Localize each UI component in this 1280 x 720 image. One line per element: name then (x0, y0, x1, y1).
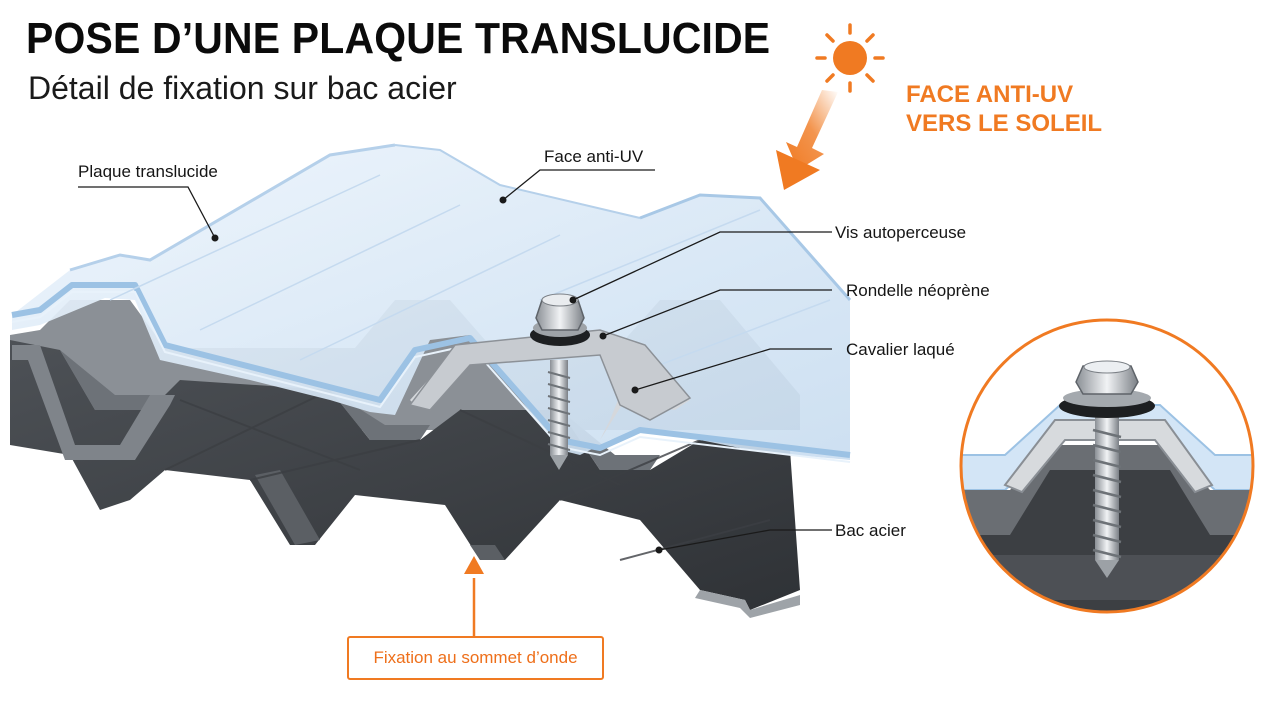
label-vis: Vis autoperceuse (835, 223, 967, 242)
sun-arrow-icon (776, 90, 838, 190)
label-fixation: Fixation au sommet d’onde (373, 648, 578, 667)
uv-callout-line2: VERS LE SOLEIL (906, 110, 1103, 137)
leader-lines (78, 169, 832, 551)
label-plaque: Plaque translucide (78, 162, 218, 181)
uv-callout: FACE ANTI-UV VERS LE SOLEIL (906, 80, 1102, 138)
fixation-pointer-arrow (464, 556, 484, 636)
label-bac: Bac acier (835, 521, 906, 540)
leader-dots (211, 196, 663, 554)
label-cavalier: Cavalier laqué (846, 340, 955, 359)
label-face-uv: Face anti-UV (544, 147, 644, 166)
sun-icon (815, 23, 885, 93)
page-title: POSE D’UNE PLAQUE TRANSLUCIDE (26, 14, 771, 63)
label-rondelle: Rondelle néoprène (846, 281, 990, 300)
uv-callout-line1: FACE ANTI-UV (906, 81, 1074, 108)
fixation-callout-box: Fixation au sommet d’onde (347, 636, 604, 680)
page-subtitle: Détail de fixation sur bac acier (28, 70, 457, 106)
detail-zoom (959, 318, 1255, 614)
